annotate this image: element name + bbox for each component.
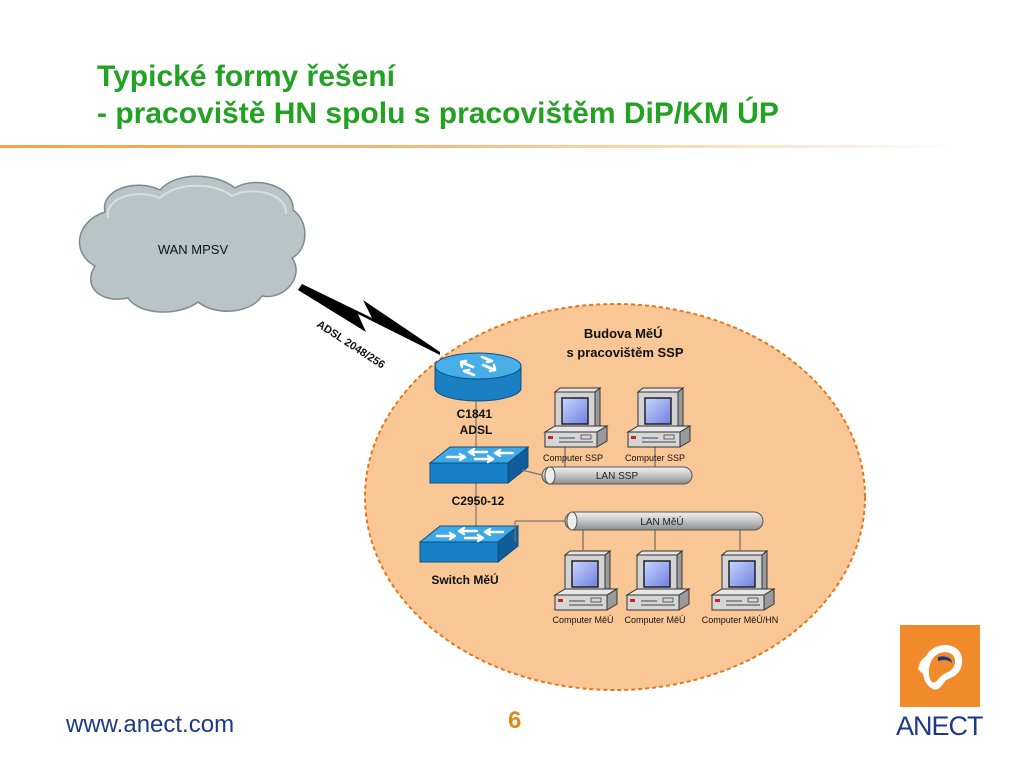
- network-diagram: WAN MPSV ADSL 2048/256 Budova MěÚ s prac…: [78, 175, 866, 691]
- slide-title-line1: Typické formy řešení: [97, 60, 395, 93]
- title-divider: [0, 145, 960, 148]
- wan-label: WAN MPSV: [158, 242, 229, 257]
- anect-logo-mark: [900, 625, 980, 707]
- router-label-line1: C1841: [457, 407, 493, 421]
- switch2-label: Switch MěÚ: [431, 572, 498, 587]
- footer-url: www.anect.com: [66, 711, 235, 738]
- computer-label: Computer MěÚ: [624, 615, 685, 625]
- switch-meu: [418, 524, 520, 564]
- router-label-line2: ADSL: [460, 423, 493, 437]
- switch1-label: C2950-12: [452, 494, 505, 508]
- computer-label: Computer SSP: [543, 453, 603, 463]
- switch-c2950: [428, 445, 530, 485]
- building-label-line1: Budova MěÚ: [584, 326, 663, 341]
- slide-title-line2: - pracoviště HN spolu s pracovištěm DiP/…: [97, 97, 779, 130]
- computer-label: Computer SSP: [625, 453, 685, 463]
- router-c1841: [434, 352, 522, 402]
- building-label: Budova MěÚ s pracovištěm SSP: [566, 326, 683, 360]
- computer-label: Computer MěÚ/HN: [702, 615, 779, 625]
- building-label-line2: s pracovištěm SSP: [566, 345, 683, 360]
- wan-cloud: WAN MPSV: [78, 175, 306, 313]
- slide-title: Typické formy řešení - pracoviště HN spo…: [97, 58, 779, 132]
- computer-label: Computer MěÚ: [552, 615, 613, 625]
- link-label: ADSL 2048/256: [314, 318, 387, 371]
- router-label: C1841 ADSL: [457, 407, 496, 437]
- lan-meu-label: LAN MěÚ: [640, 515, 683, 528]
- page-number: 6: [508, 707, 522, 734]
- lan-meu-bus: LAN MěÚ: [514, 511, 764, 550]
- anect-logo-text: ANECT: [896, 711, 984, 741]
- logo-head-icon: [918, 644, 963, 690]
- adsl-link: [298, 284, 440, 355]
- lan-ssp-label: LAN SSP: [596, 471, 639, 482]
- lan-ssp-bus: LAN SSP: [521, 446, 693, 485]
